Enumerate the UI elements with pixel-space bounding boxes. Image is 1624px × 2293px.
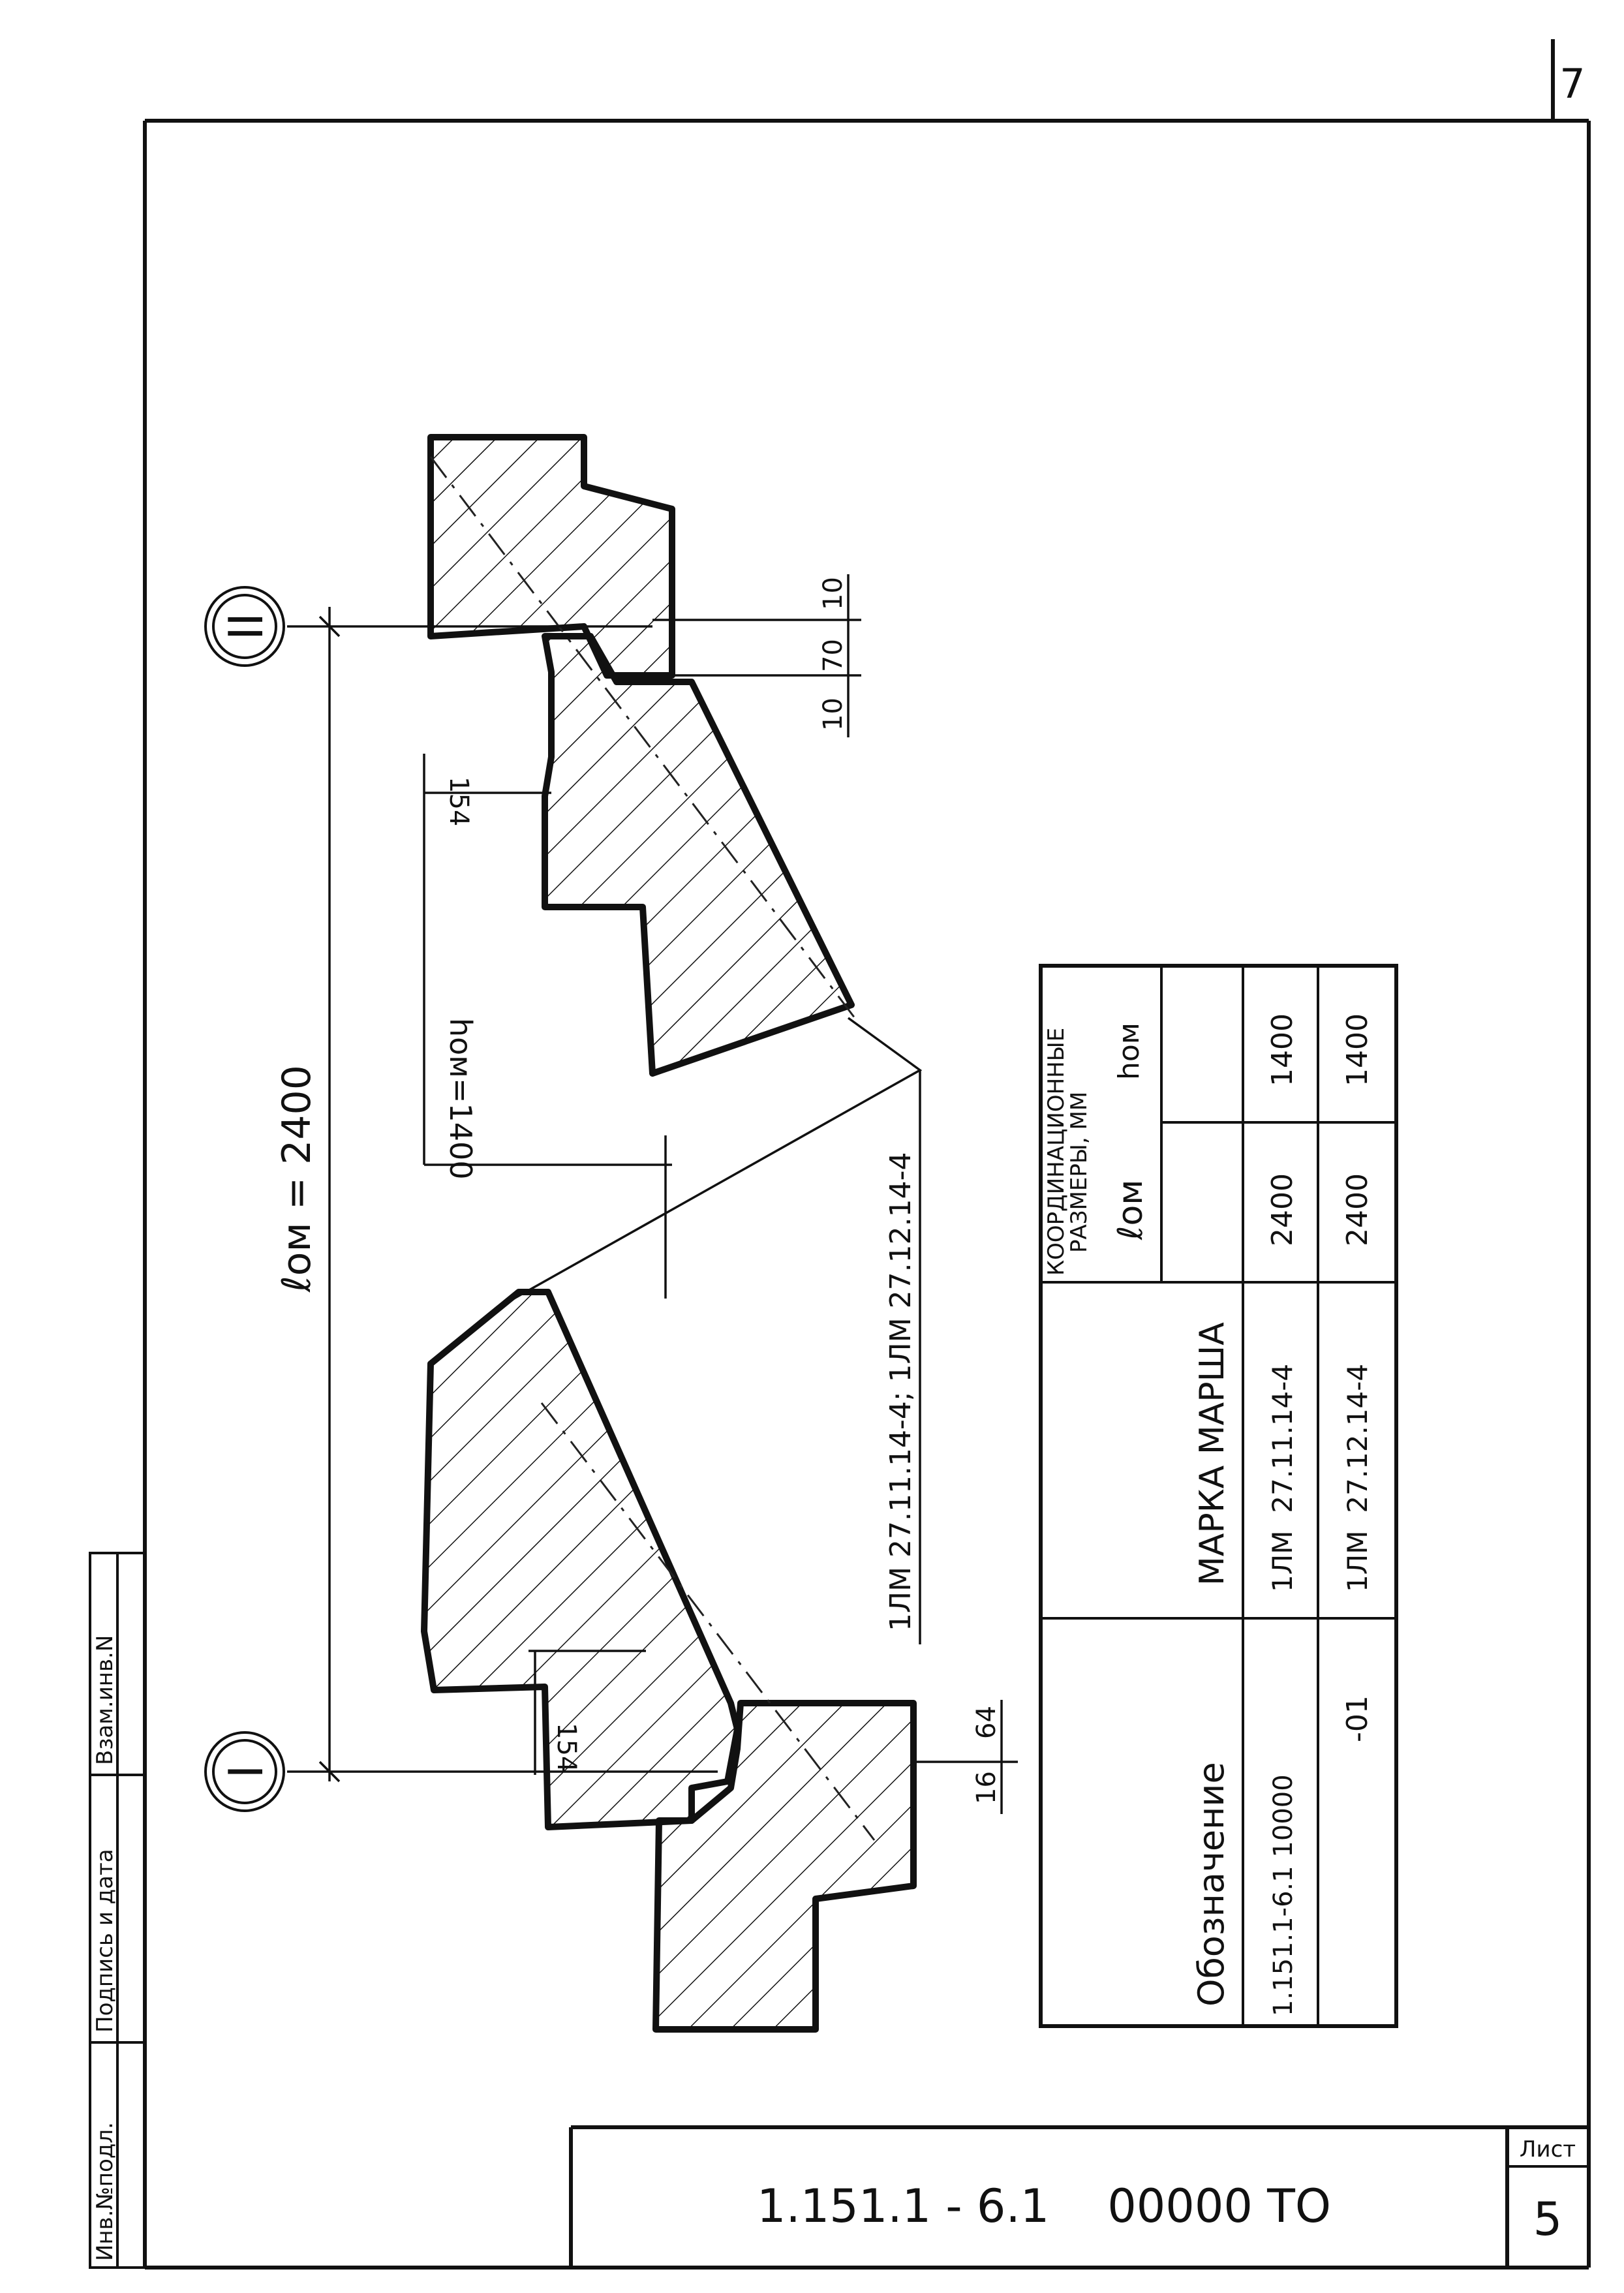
dim-length-label: ℓом = 2400 (274, 1065, 320, 1293)
header-h-om: hом (1112, 1023, 1146, 1080)
dim-height-label: hом=1400 (443, 1018, 478, 1180)
sheet-number: 5 (1533, 2193, 1563, 2246)
row1-designation: 1.151.1-6.1 10000 (1268, 1774, 1298, 2016)
marks-table: Обозначение МАРКА МАРША КООРДИНАЦИОННЫЕ … (1039, 964, 1398, 2028)
title-block: 1.151.1 - 6.1 00000 ТО Лист 5 (569, 2125, 1589, 2268)
stamp-vzam-inv: Взам.инв.N (92, 1635, 118, 1765)
section-marker-i: I (219, 1764, 273, 1778)
dim-16: 16 (972, 1771, 1002, 1804)
stair-drawing: II I ℓом = 2400 hом=1400 154 154 16 64 1… (204, 434, 1018, 2033)
dim-10-a: 10 (818, 577, 848, 610)
dim-64: 64 (972, 1706, 1002, 1739)
section-marker-ii: II (219, 613, 273, 640)
header-coord-2: РАЗМЕРЫ, ММ (1066, 1092, 1092, 1253)
header-mark: МАРКА МАРША (1193, 1322, 1232, 1586)
row1-l: 2400 (1266, 1173, 1299, 1246)
document-code: 1.151.1 - 6.1 00000 ТО (757, 2179, 1331, 2233)
side-stamp: Взам.инв.N Подпись и дата Инв.№подл. (89, 1552, 146, 2269)
leader-label: 1ЛМ 27.11.14-4; 1ЛМ 27.12.14-4 (884, 1152, 917, 1632)
row1-h: 1400 (1266, 1013, 1299, 1086)
sheet-frame (143, 39, 1591, 2270)
dim-154-left: 154 (551, 1723, 581, 1772)
dim-154-right: 154 (444, 777, 474, 826)
stamp-inv-podl: Инв.№подл. (92, 2122, 118, 2261)
header-designation: Обозначение (1191, 1762, 1232, 2007)
dim-10-b: 10 (818, 698, 848, 731)
header-coord-1: КООРДИНАЦИОННЫЕ (1043, 1028, 1069, 1276)
row1-mark: 1ЛМ 27.11.14-4 (1266, 1364, 1298, 1592)
sheet-label: Лист (1520, 2136, 1576, 2162)
stamp-sign-date: Подпись и дата (92, 1849, 118, 2033)
header-l-om: ℓом (1111, 1179, 1150, 1240)
row2-l: 2400 (1341, 1173, 1374, 1246)
dim-70: 70 (818, 639, 848, 672)
row2-designation: -01 (1341, 1695, 1374, 1742)
lower-landing-body (652, 1700, 917, 2033)
leader-line (502, 1017, 923, 1306)
page-number: 7 (1559, 60, 1585, 108)
flight-body (542, 633, 855, 1077)
row2-h: 1400 (1341, 1013, 1374, 1086)
row2-mark: 1ЛМ 27.12.14-4 (1341, 1364, 1373, 1592)
